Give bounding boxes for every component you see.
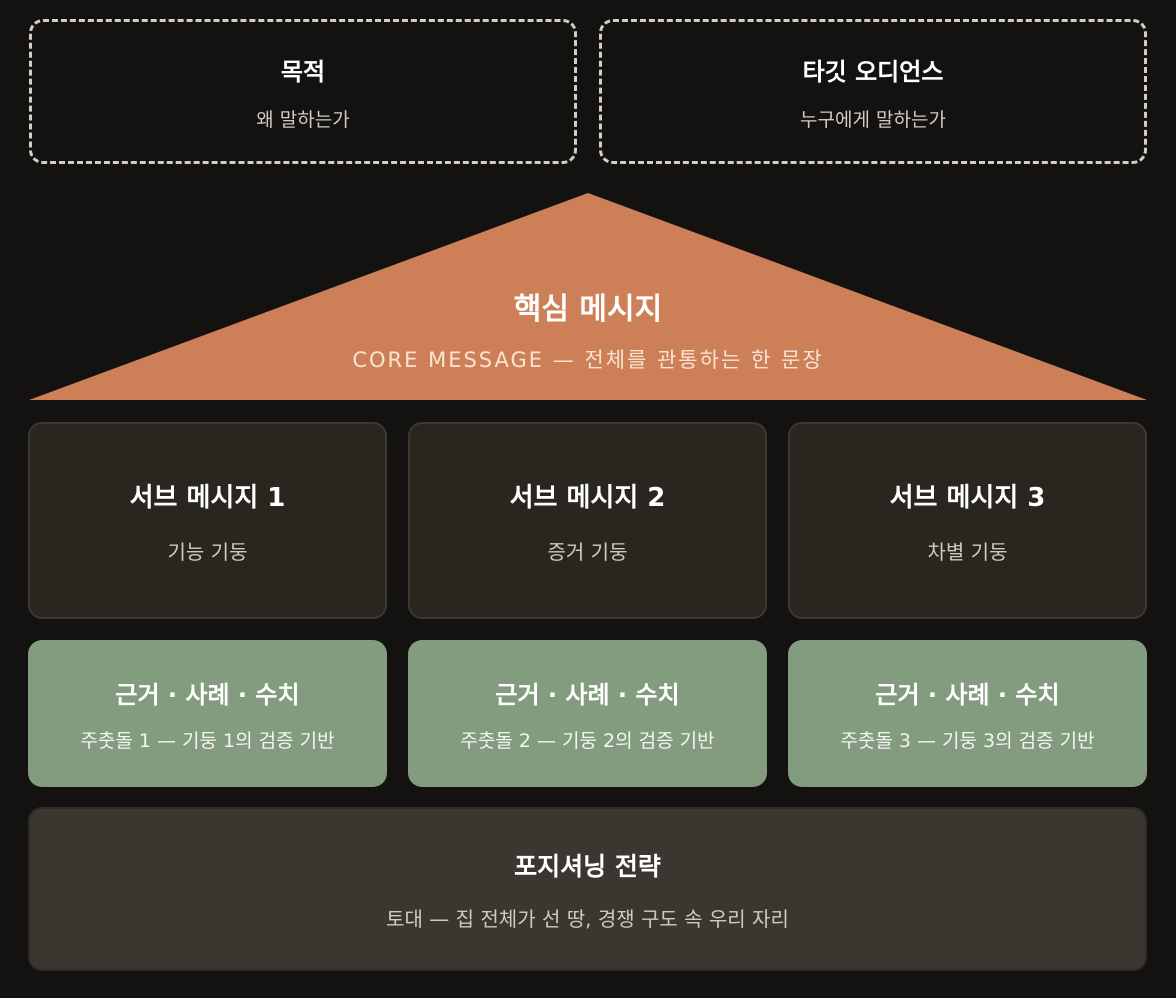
sub-message-pillar-2: 서브 메시지 2 증거 기둥	[408, 422, 767, 619]
pillar-subtitle: 증거 기둥	[547, 539, 628, 564]
evidence-title: 근거 · 사례 · 수치	[115, 680, 300, 709]
audience-title: 타깃 오디언스	[802, 57, 944, 86]
base-title: 포지셔닝 전략	[514, 851, 661, 881]
sub-message-pillar-3: 서브 메시지 3 차별 기둥	[788, 422, 1147, 619]
pillar-title: 서브 메시지 2	[509, 482, 666, 513]
evidence-block-2: 근거 · 사례 · 수치 주춧돌 2 — 기둥 2의 검증 기반	[408, 640, 767, 787]
evidence-subtitle: 주춧돌 1 — 기둥 1의 검증 기반	[80, 729, 335, 752]
evidence-subtitle: 주춧돌 2 — 기둥 2의 검증 기반	[460, 729, 715, 752]
purpose-box: 목적 왜 말하는가	[29, 19, 577, 164]
evidence-subtitle: 주춧돌 3 — 기둥 3의 검증 기반	[840, 729, 1095, 752]
evidence-block-1: 근거 · 사례 · 수치 주춧돌 1 — 기둥 1의 검증 기반	[28, 640, 387, 787]
evidence-title: 근거 · 사례 · 수치	[875, 680, 1060, 709]
audience-subtitle: 누구에게 말하는가	[800, 108, 946, 131]
audience-box: 타깃 오디언스 누구에게 말하는가	[599, 19, 1147, 164]
roof-shape	[29, 193, 1147, 400]
pillar-subtitle: 차별 기둥	[927, 539, 1008, 564]
positioning-strategy-base: 포지셔닝 전략 토대 — 집 전체가 선 땅, 경쟁 구도 속 우리 자리	[28, 807, 1147, 971]
pillar-subtitle: 기능 기둥	[167, 539, 248, 564]
purpose-title: 목적	[280, 57, 326, 86]
core-message-subtitle: CORE MESSAGE — 전체를 관통하는 한 문장	[352, 348, 824, 372]
pillar-title: 서브 메시지 1	[129, 482, 286, 513]
evidence-block-3: 근거 · 사례 · 수치 주춧돌 3 — 기둥 3의 검증 기반	[788, 640, 1147, 787]
base-subtitle: 토대 — 집 전체가 선 땅, 경쟁 구도 속 우리 자리	[386, 906, 789, 931]
sub-message-pillar-1: 서브 메시지 1 기능 기둥	[28, 422, 387, 619]
purpose-subtitle: 왜 말하는가	[256, 108, 350, 131]
pillar-title: 서브 메시지 3	[889, 482, 1046, 513]
core-message-title: 핵심 메시지	[513, 292, 663, 327]
evidence-title: 근거 · 사례 · 수치	[495, 680, 680, 709]
core-message: 핵심 메시지 CORE MESSAGE — 전체를 관통하는 한 문장	[29, 284, 1147, 374]
